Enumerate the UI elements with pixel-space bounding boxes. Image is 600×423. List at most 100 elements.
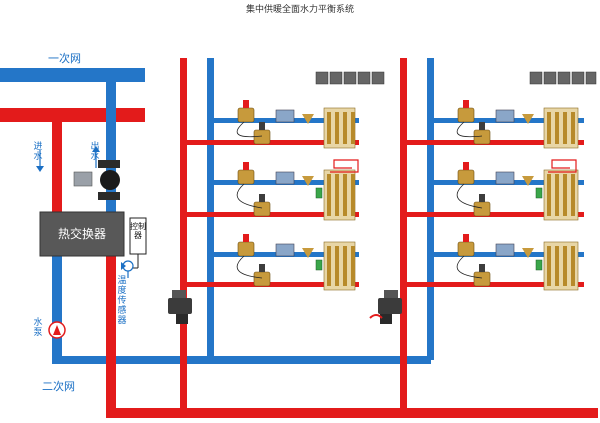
balancing-valve-icon [473,271,491,287]
primary-control-valve-icon [73,160,120,200]
manifold-port-icon [343,112,347,144]
valve-handle-icon [259,264,265,272]
water-pump-label: 水泵 [33,318,43,338]
riser-supply-2 [400,58,407,413]
filter-icon [522,176,534,186]
balancing-valve-icon [237,107,255,123]
manifold-port-icon [343,246,347,286]
heat-meter-icon [275,243,295,257]
manifold-port-icon [351,174,355,216]
manifold-port-icon [555,112,559,144]
riser-return-2 [427,58,434,360]
top-displays-building-1 [315,71,385,85]
valve-handle-icon [463,100,469,108]
valve-handle-icon [479,264,485,272]
manifold-port-icon [547,174,551,216]
secondary-supply-riser [106,256,116,416]
manifold-port-icon [547,246,551,286]
manifold-port-icon [571,112,575,144]
valve-handle-icon [259,194,265,202]
valve-handle-icon [243,100,249,108]
primary-network-label: 一次网 [48,52,81,65]
heat-meter-icon [495,109,515,123]
water-in-label: 进水 [33,142,43,162]
manifold-port-icon [571,174,575,216]
manifold-port-icon [327,246,331,286]
capillary-tube [456,183,483,209]
capillary-tube [456,121,483,138]
filter-icon [302,248,314,258]
actuator-icon [535,187,543,199]
capillary-tube [236,255,263,279]
temperature-sensor-icon [121,260,134,278]
secondary-return-riser [52,256,62,362]
balancing-valve-icon [457,241,475,257]
primary-in-riser [52,108,62,212]
manifold-port-icon [335,174,339,216]
primary-network-pipes [0,68,145,212]
filter-icon [522,248,534,258]
manifold-port-icon [351,246,355,286]
temperature-sensor-label: 温度传感器 [117,276,127,326]
water-pump-icon [48,321,66,339]
balancing-valve-icon [457,107,475,123]
riser-supply-1 [180,58,187,413]
valve-handle-icon [259,122,265,130]
secondary-return-main [52,356,431,364]
valve-handle-icon [463,162,469,170]
valve-handle-icon [243,234,249,242]
heat-meter-icon [495,171,515,185]
manifold-port-icon [327,174,331,216]
manifold-port-icon [335,112,339,144]
manifold-port-icon [555,174,559,216]
capillary-tube [236,183,263,209]
diagram-title: 集中供暖全面水力平衡系统 [245,5,354,15]
heat-meter-icon [275,171,295,185]
balancing-valve-icon [457,169,475,185]
secondary-supply-main [106,408,598,418]
heat-meter-icon [495,243,515,257]
heat-exchanger-label: 热交换器 [57,227,106,241]
floor-equipment [236,100,579,291]
capillary-tube [456,255,483,279]
balancing-valve-icon-building-2 [369,290,402,324]
building-risers [180,58,434,413]
primary-return-pipe [0,68,145,82]
valve-handle-icon [479,122,485,130]
primary-supply-pipe [0,108,145,122]
secondary-network-label: 二次网 [42,380,75,393]
manifold-port-icon [547,112,551,144]
actuator-icon [315,187,323,199]
manifold-port-icon [335,246,339,286]
balancing-valve-icon [473,201,491,217]
manifold-port-icon [555,246,559,286]
balancing-valve-icon-building-1 [168,290,192,324]
actuator-icon [315,259,323,271]
balancing-valve-icon [253,129,271,145]
heat-meter-icon [275,109,295,123]
manifold-port-icon [571,246,575,286]
filter-icon [302,114,314,124]
manifold-port-icon [563,246,567,286]
manifold-port-icon [327,112,331,144]
riser-return-1 [207,58,214,360]
balancing-valve-icon [237,241,255,257]
valve-handle-icon [463,234,469,242]
balancing-valve-icon [253,271,271,287]
manifold-port-icon [563,174,567,216]
capillary-tube [236,121,263,138]
primary-out-riser [106,68,116,212]
controller-label: 控制器 [130,222,146,240]
flow-arrows [36,146,100,172]
manifold-port-icon [343,174,347,216]
valve-handle-icon [479,194,485,202]
valve-handle-icon [243,162,249,170]
filter-icon [302,176,314,186]
heat-exchanger [39,211,125,257]
secondary-network-pipes [52,256,598,418]
balancing-valve-icon [473,129,491,145]
water-out-label: 出水 [90,142,100,162]
actuator-icon [535,259,543,271]
floor-heating-coil-icon [330,159,577,173]
